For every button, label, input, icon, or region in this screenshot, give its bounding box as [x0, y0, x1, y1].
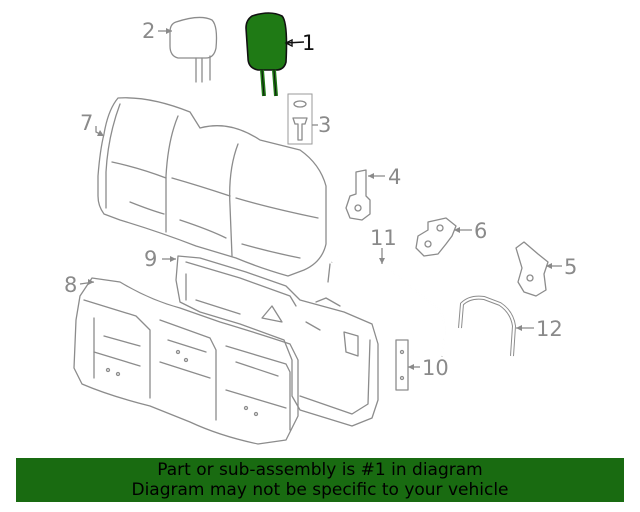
- part-12-wire[interactable]: [458, 295, 517, 357]
- part-8-seat-back-trim[interactable]: [73, 277, 299, 445]
- callout-12: 12: [536, 317, 563, 341]
- callout-4: 4: [388, 165, 401, 189]
- part-9-seat-back-frame[interactable]: [175, 255, 379, 427]
- callout-1: 1: [302, 31, 315, 55]
- leader-lines: [79, 28, 562, 370]
- part-2-headrest[interactable]: [169, 16, 218, 83]
- callout-9: 9: [144, 247, 157, 271]
- callout-2: 2: [142, 19, 155, 43]
- part-1-headrest[interactable]: [245, 12, 288, 97]
- banner-line-2: Diagram may not be specific to your vehi…: [131, 480, 509, 500]
- callout-11: 11: [370, 226, 397, 250]
- part-10-strap[interactable]: [395, 339, 409, 391]
- part-11-wire[interactable]: [327, 254, 446, 357]
- callout-3: 3: [318, 113, 331, 137]
- callout-10: 10: [422, 356, 449, 380]
- banner-line-1: Part or sub-assembly is #1 in diagram: [157, 460, 483, 480]
- callout-8: 8: [64, 273, 77, 297]
- parts-diagram: 1 2 3 4 5 6 7 8 9 10 11 12: [64, 12, 577, 445]
- part-3-guide[interactable]: [287, 93, 313, 145]
- callout-7: 7: [80, 111, 93, 135]
- part-5-hinge[interactable]: [515, 241, 549, 297]
- callout-5: 5: [564, 255, 577, 279]
- part-7-seat-back-cushion[interactable]: [97, 97, 327, 277]
- callout-6: 6: [474, 219, 487, 243]
- part-4-bracket[interactable]: [345, 169, 371, 221]
- info-banner: Part or sub-assembly is #1 in diagram Di…: [16, 458, 624, 502]
- part-6-hinge[interactable]: [415, 217, 457, 257]
